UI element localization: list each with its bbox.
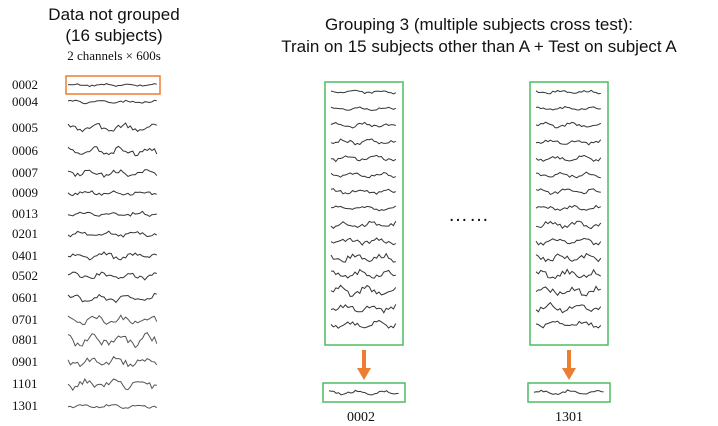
train-trace-last-2 xyxy=(536,106,601,111)
test-set-box-first xyxy=(322,382,406,403)
train-trace-last-9 xyxy=(535,220,602,230)
train-trace-last-1 xyxy=(535,89,601,95)
subject-id-0007: 0007 xyxy=(12,165,38,180)
train-trace-last-13 xyxy=(535,285,601,297)
train-trace-last-5 xyxy=(535,154,602,162)
eeg-trace-0007 xyxy=(67,169,158,178)
subject-id-0502: 0502 xyxy=(12,268,38,283)
train-trace-first-14 xyxy=(330,304,397,314)
eeg-trace-1101 xyxy=(67,377,157,392)
eeg-trace-0801 xyxy=(67,332,158,349)
train-trace-first-7 xyxy=(330,188,396,195)
train-trace-last-10 xyxy=(535,237,602,246)
train-trace-last-8 xyxy=(535,204,601,211)
subject-id-1301: 1301 xyxy=(12,398,38,413)
test-trace-last xyxy=(533,389,604,396)
train-trace-first-15 xyxy=(330,319,397,329)
train-trace-first-3 xyxy=(330,121,396,129)
train-trace-last-14 xyxy=(535,301,602,314)
train-trace-last-3 xyxy=(535,121,602,129)
test-subject-highlight-box xyxy=(65,75,161,95)
subject-id-0009: 0009 xyxy=(12,185,38,200)
left-title-line2: (16 subjects) xyxy=(65,26,163,45)
train-trace-first-10 xyxy=(330,237,397,246)
train-trace-first-4 xyxy=(330,138,396,146)
subject-id-0801: 0801 xyxy=(12,332,38,347)
train-trace-first-5 xyxy=(330,154,397,163)
train-trace-last-15 xyxy=(535,320,602,329)
subject-id-list: 0002 0004 0005 0006 0007 0009 0013 0201 0401 0502… xyxy=(12,74,62,419)
train-trace-first-6 xyxy=(330,171,396,179)
train-trace-last-4 xyxy=(535,139,602,146)
test-set-box-last xyxy=(527,382,611,403)
eeg-trace-1301 xyxy=(67,403,158,410)
eeg-trace-0006 xyxy=(67,145,158,157)
subject-id-0006: 0006 xyxy=(12,143,38,158)
eeg-trace-0005 xyxy=(67,122,158,133)
subject-id-0901: 0901 xyxy=(12,354,38,369)
right-title-line1: Grouping 3 (multiple subjects cross test… xyxy=(324,15,633,34)
right-panel-title: Grouping 3 (multiple subjects cross test… xyxy=(240,14,718,58)
eeg-trace-0004 xyxy=(67,99,157,105)
subject-id-0401: 0401 xyxy=(12,248,38,263)
right-title-line2: Train on 15 subjects other than A + Test… xyxy=(281,37,677,56)
train-trace-first-12 xyxy=(330,268,396,279)
subject-id-0201: 0201 xyxy=(12,226,38,241)
train-trace-first-9 xyxy=(330,220,397,229)
train-set-box-last xyxy=(529,81,609,346)
eeg-trace-0009 xyxy=(67,190,157,197)
test-subject-caption-first: 0002 xyxy=(347,410,375,425)
subject-id-1101: 1101 xyxy=(12,376,38,391)
eeg-trace-0701 xyxy=(67,314,158,325)
test-trace-first xyxy=(328,389,399,396)
test-arrow-head-last xyxy=(562,368,576,380)
eeg-trace-0502 xyxy=(67,271,157,281)
left-title-line1: Data not grouped xyxy=(48,5,180,24)
left-panel-title: Data not grouped (16 subjects) xyxy=(0,4,228,46)
train-trace-first-13 xyxy=(330,284,397,298)
eeg-trace-0201 xyxy=(67,230,158,238)
train-trace-last-12 xyxy=(535,268,602,280)
train-trace-first-8 xyxy=(330,205,397,212)
subject-id-0005: 0005 xyxy=(12,120,38,135)
subject-id-0013: 0013 xyxy=(12,206,38,221)
train-trace-last-7 xyxy=(535,188,601,196)
eeg-trace-0601 xyxy=(67,292,157,304)
train-trace-last-6 xyxy=(535,171,601,179)
train-trace-first-11 xyxy=(330,252,396,263)
subject-id-0002: 0002 xyxy=(12,77,38,92)
eeg-trace-0013 xyxy=(67,210,157,217)
left-panel-subtitle: 2 channels × 600s xyxy=(67,48,161,63)
eeg-trace-0401 xyxy=(67,251,158,261)
eeg-trace-0002 xyxy=(67,83,157,88)
train-trace-last-11 xyxy=(535,252,602,263)
eeg-trace-0901 xyxy=(67,355,158,368)
test-subject-caption-last: 1301 xyxy=(555,410,583,425)
test-arrow-head-first xyxy=(357,368,371,380)
train-trace-first-2 xyxy=(330,106,396,112)
train-trace-first-1 xyxy=(330,89,397,95)
ellipsis: …… xyxy=(448,204,490,226)
subject-id-0601: 0601 xyxy=(12,290,38,305)
train-set-box-first xyxy=(324,81,404,346)
subject-id-0004: 0004 xyxy=(12,94,38,109)
subject-id-0701: 0701 xyxy=(12,312,38,327)
